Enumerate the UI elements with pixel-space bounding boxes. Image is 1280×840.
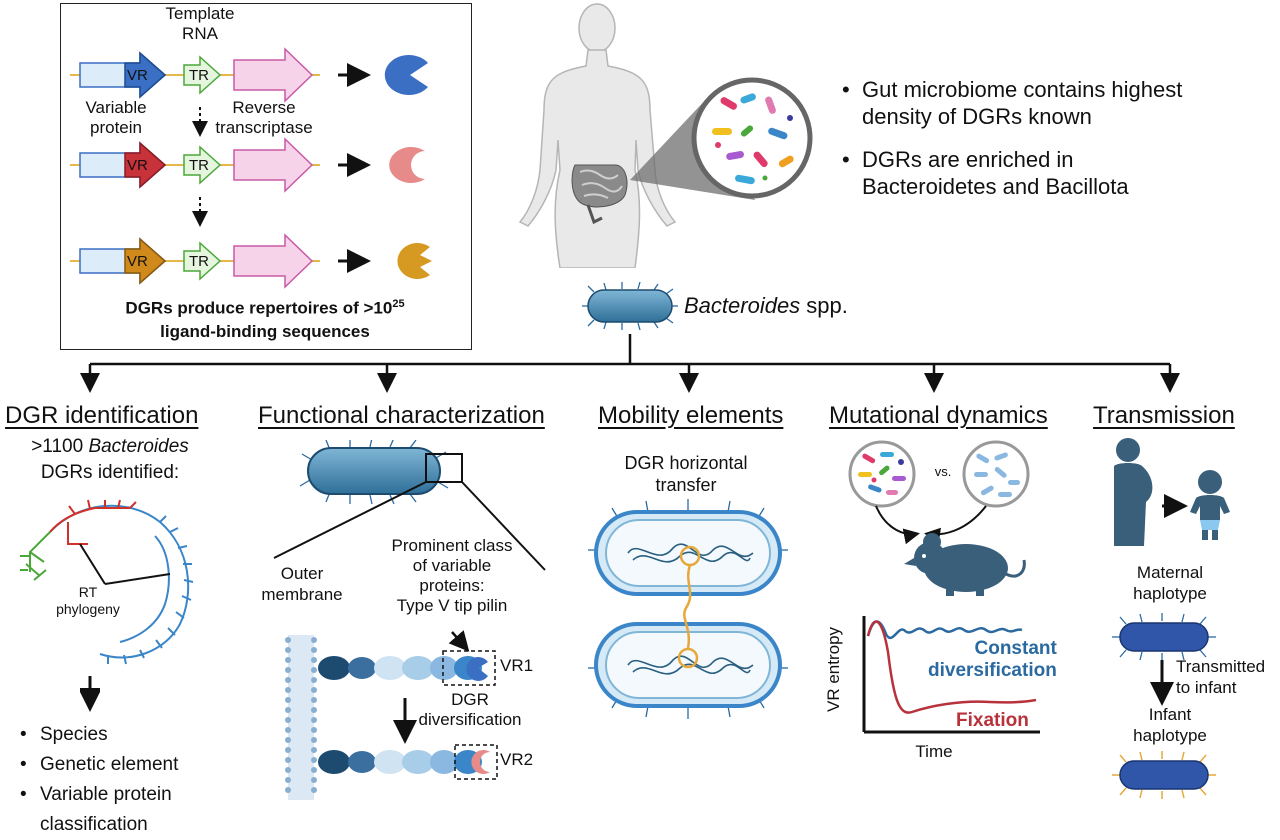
bacterium-body [307, 447, 441, 495]
pilin-chain-2 [318, 744, 498, 780]
inset-caption-exponent: 25 [392, 298, 405, 310]
constant-diversification-label: Constant diversification [928, 638, 1057, 681]
inset-caption-line1: DGRs produce repertoires of >1025 [125, 298, 404, 319]
vr-label-1: VR [127, 67, 148, 84]
inset-caption-line2: ligand-binding sequences [160, 322, 370, 341]
bacteroides-label: Bacteroides spp. [684, 292, 848, 319]
vr-label-3: VR [127, 253, 148, 270]
template-rna-label: Template RNA [165, 4, 235, 43]
heading-functional-characterization: Functional characterization [258, 402, 545, 429]
transmitted-down-arrow [1150, 660, 1174, 706]
maternal-haplotype-label: Maternal haplotype [1133, 563, 1207, 603]
heading-dgr-identification: DGR identification [5, 402, 199, 429]
dgr-count-line: >1100 Bacteroides [31, 436, 189, 458]
mobility-subtitle: DGR horizontal transfer [624, 453, 748, 495]
tree-connectors [80, 334, 1180, 393]
gut-bullet-1: Gut microbiome contains highest density … [842, 76, 1202, 130]
inset-caption-text: DGRs produce repertoires of >10 [125, 298, 393, 318]
protein-shape-pink [389, 147, 425, 184]
dgr-count-genus: Bacteroides [88, 436, 189, 457]
mouse-icon [904, 533, 1026, 596]
cassette-row-1 [70, 47, 428, 103]
infant-bacterium [1112, 751, 1216, 799]
variable-protein-label: Variable protein [85, 98, 147, 137]
cassette-row-3 [70, 233, 432, 289]
pilin-chain-1 [318, 650, 496, 686]
vr2-label: VR2 [500, 750, 534, 769]
bacteroides-genus: Bacteroides [684, 293, 801, 318]
rt-phylogeny-label: RT phylogeny [56, 584, 120, 617]
dgr-inset-box [60, 3, 472, 350]
heading-mobility-elements: Mobility elements [598, 402, 784, 429]
bacteroides-icon [582, 282, 678, 330]
microbiome-magnifier [691, 77, 813, 199]
mobility-bacteria-diagram [588, 499, 788, 719]
dgr-identified-line: DGRs identified: [40, 462, 180, 483]
vr1-label: VR1 [500, 656, 534, 675]
protein-shape-gold [397, 243, 432, 279]
protein-shape-blue [384, 55, 428, 95]
pregnant-mother-icon [1114, 438, 1153, 546]
outer-membrane-label: Outer membrane [261, 564, 343, 604]
functional-diagram [273, 440, 546, 800]
mobile-element-strand [677, 545, 701, 669]
intestines [571, 164, 628, 225]
transmitted-label: Transmitted to infant [1176, 657, 1266, 697]
vs-label: vs. [934, 464, 952, 479]
cassette-row-2 [70, 137, 425, 193]
mother-infant-illustration [1114, 438, 1230, 546]
dgr-count-prefix: >1100 [31, 436, 89, 457]
maternal-bacterium [1112, 613, 1216, 661]
human-gut-illustration [518, 3, 813, 268]
infant-icon [1190, 470, 1230, 540]
tr-label-2: TR [189, 157, 209, 174]
human-silhouette [518, 3, 677, 268]
gut-bullet-2: DGRs are enriched in Bacteroidetes and B… [842, 146, 1202, 200]
identification-bullet-2: Genetic element [20, 750, 260, 780]
constant-diversification-line [866, 620, 1023, 640]
time-xlabel: Time [915, 742, 953, 761]
fixation-line [866, 620, 1037, 714]
zoom-box [425, 453, 463, 483]
bacteroides-suffix: spp. [800, 293, 848, 318]
prominent-class-label: Prominent class of variable proteins: Ty… [391, 536, 513, 615]
vr-entropy-plot [862, 616, 1040, 734]
vr-entropy-ylabel: VR entropy [824, 626, 843, 712]
microbe-cluster [712, 93, 794, 185]
outer-membrane [285, 635, 317, 800]
rt-phylogeny-tree [20, 499, 194, 665]
fixation-label: Fixation [956, 710, 1029, 731]
heading-mutational-dynamics: Mutational dynamics [829, 402, 1048, 429]
vr-label-2: VR [127, 157, 148, 174]
reverse-transcriptase-label: Reverse transcriptase [215, 98, 313, 137]
identification-bullet-1: Species [20, 720, 260, 750]
heading-transmission: Transmission [1093, 402, 1235, 429]
tr-label-3: TR [189, 253, 209, 270]
mutational-microbiome-diagram [848, 440, 1030, 596]
uniform-microbiome-circle [962, 440, 1030, 508]
diversification-label: DGR diversification [418, 690, 522, 729]
gut-bullet-list: Gut microbiome contains highest density … [842, 76, 1202, 200]
identification-bullet-3: Variable protein classification [20, 780, 240, 840]
dgr-cassette-diagram [70, 47, 432, 289]
tr-label-1: TR [189, 67, 209, 84]
infant-haplotype-label: Infant haplotype [1133, 705, 1207, 745]
identification-down-arrow [80, 676, 100, 712]
identification-bullet-list: Species Genetic element Variable protein… [20, 720, 260, 840]
